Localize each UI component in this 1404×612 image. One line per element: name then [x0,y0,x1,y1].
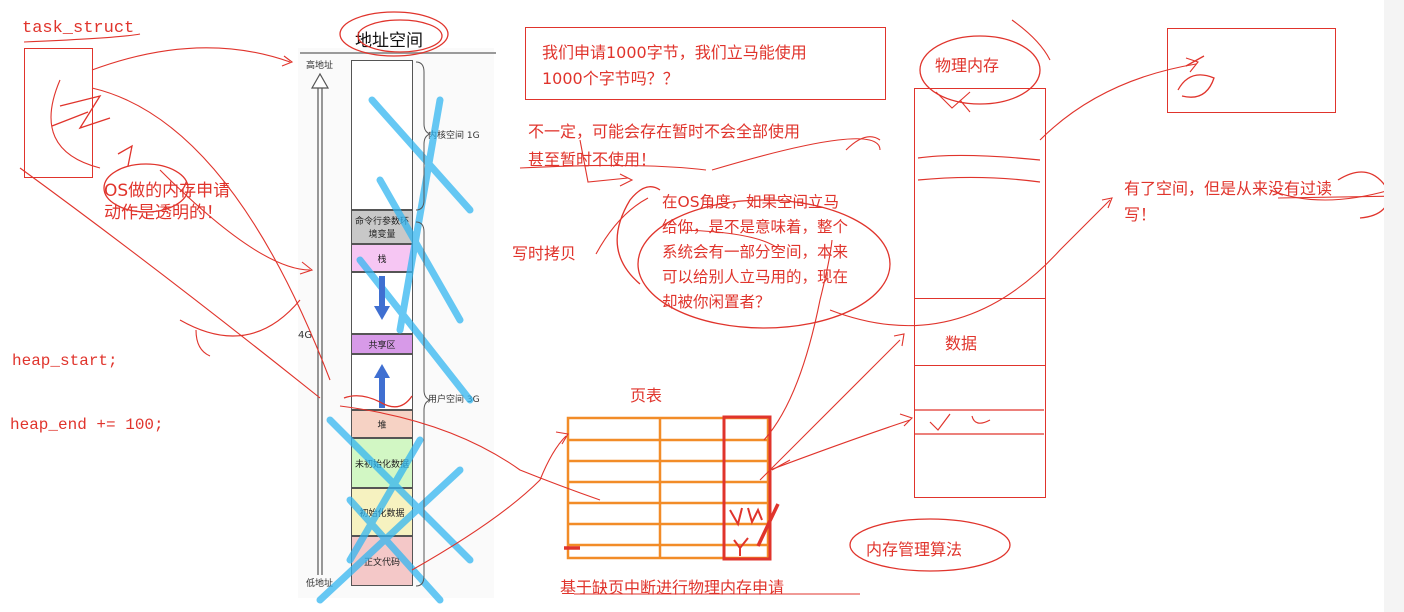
question-box [525,27,886,100]
address-space-title: 地址空间 [355,31,423,51]
task-struct-box [24,48,93,178]
data-block [914,298,1046,366]
kernel-space-label: 内核空间 1G [428,131,480,141]
copy-on-write-label: 写时拷贝 [512,244,577,263]
segment-shared: 共享区 [351,334,413,354]
data-label: 数据 [945,334,978,353]
segment-bss: 未初始化数据 [351,438,413,488]
segment-heap: 堆 [351,410,413,438]
stack-down-arrow [374,276,390,320]
physical-memory-box [914,88,1046,498]
task-struct-label: task_struct [22,19,135,38]
connector-lines [19,19,1401,595]
os-note-line-1: OS做的内存申请 [104,181,231,201]
os-transparent-note: OS做的内存申请 动作是透明的！ [104,180,230,224]
physical-memory-label: 物理内存 [935,56,1000,75]
user-brace [415,221,432,587]
question-line-1: 我们申请1000字节，我们立马能使用 [542,43,807,62]
page-table-flag-column [722,415,772,561]
page-fault-label: 基于缺页中断进行物理内存申请 [560,578,785,597]
high-address-label: 高地址 [306,61,334,71]
heap-start-code: heap_start; [12,352,118,370]
watermark [316,96,474,604]
handwritten-scribbles [51,11,1390,572]
diagram-top-line [300,52,496,54]
physical-memory-lines [914,154,1044,435]
memory-algorithm-label: 内存管理算法 [866,540,963,559]
page-table-grid [566,416,770,560]
top-right-box [1167,28,1336,113]
os-view-line-4: 可以给别人立马用的，现在 [662,268,849,286]
heap-up-arrow [374,364,390,408]
page-table-label: 页表 [630,386,663,405]
segment-args-env: 命令行参数环境变量 [351,210,413,244]
low-address-label: 低地址 [306,579,334,589]
os-view-line-5: 却被你闲置者？ [662,293,771,311]
page-table-marks [564,503,780,556]
address-axis-arrow [310,72,330,575]
kernel-brace [415,61,432,211]
answer-line-2: 甚至暂时不使用！ [528,150,657,169]
right-edge-shade [1384,0,1404,612]
heap-end-code: heap_end += 100; [10,416,164,434]
four-g-label: 4G [298,330,313,341]
user-space-label: 用户空间 3G [428,395,480,405]
question-line-2: 1000个字节吗？？ [542,69,679,88]
answer-line-1: 不一定，可能会存在暂时不会全部使用 [528,122,801,141]
question-text: 我们申请1000字节，我们立马能使用 1000个字节吗？？ [542,40,807,92]
os-view-line-3: 系统会有一部分空间，本来 [662,243,849,261]
answer-text: 不一定，可能会存在暂时不会全部使用 甚至暂时不使用！ [528,118,800,174]
os-note-line-2: 动作是透明的！ [104,203,223,223]
never-rw-line-2: 写！ [1124,205,1157,224]
